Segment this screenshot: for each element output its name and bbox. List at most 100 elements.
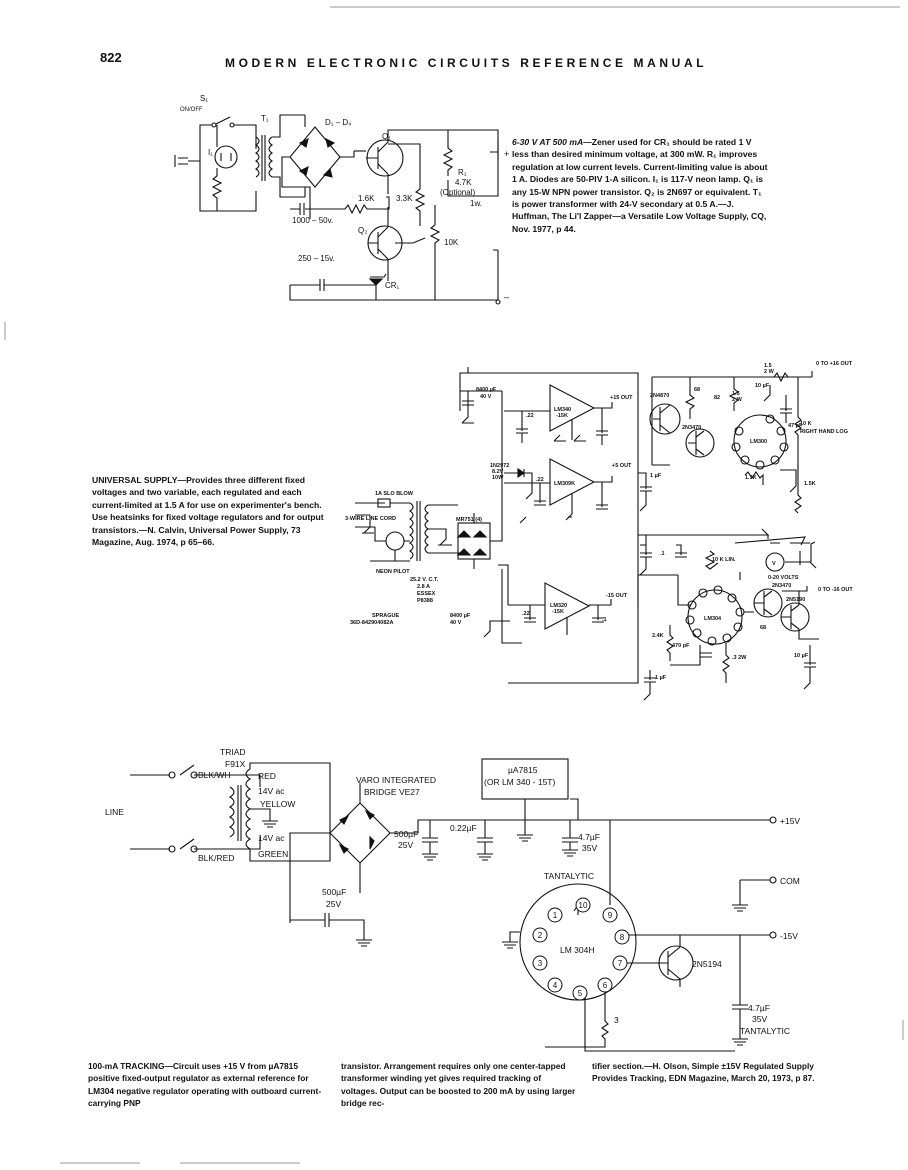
- fig2-label-mr751: MR751 (4): [456, 517, 482, 523]
- fig2-label-xfmr2: 2.8 A: [417, 584, 430, 590]
- lm304h-pin9-circle: [602, 907, 618, 923]
- fig2-label-c22c: .22: [522, 611, 530, 617]
- fig3-label-c35a: 35V: [582, 843, 597, 853]
- fig2-label-out15: +15 OUT: [610, 395, 633, 401]
- fig2-label-2n5190: 2N5190: [786, 597, 805, 603]
- fig2-label-c470pf: 470 pF: [672, 643, 690, 649]
- fig3-label-2n5194: 2N5194: [692, 959, 722, 969]
- fig1-label-r1opt: (Optional): [440, 188, 475, 197]
- fig3-label-tant1: TANTALYTIC: [544, 871, 594, 881]
- fig2-label-2n4870: 2N4870: [650, 393, 669, 399]
- figure-3-caption-col1: 100-mA TRACKING—Circuit uses +15 V from …: [88, 1061, 322, 1108]
- fig2-label-sprague-no: 36D-842904082A: [350, 620, 393, 626]
- fig2-label-c1a: .1: [660, 551, 665, 557]
- fig2-label-lm320: LM320: [550, 603, 567, 609]
- fig1-label-i1: I₁: [208, 148, 213, 157]
- fig2-label-c10uf: 10 µF: [755, 383, 770, 389]
- fig2-label-in2972w: 10W: [492, 475, 504, 481]
- fig3-label-v14a: 14V ac: [258, 786, 285, 796]
- fig2-label-lm304: LM304: [704, 616, 722, 622]
- fig3-label-reg1: µA7815: [508, 765, 538, 775]
- fig2-label-lm309: LM309K: [554, 481, 575, 487]
- fig2-label-in2972v: 8.2V: [492, 469, 504, 475]
- lm304h-pin1-circle: [547, 907, 563, 923]
- fig2-label-r2wb: 2 W: [732, 397, 743, 403]
- fig2-label-r68: 68: [694, 387, 700, 393]
- fig2-label-cap8400b: 8400 µF: [450, 613, 471, 619]
- fig3-label-p15: +15V: [780, 816, 800, 826]
- fig1-label-onoff: ON/OFF: [180, 107, 203, 113]
- running-head: MODERN ELECTRONIC CIRCUITS REFERENCE MAN…: [225, 56, 708, 70]
- fig1-label-q1: Q₁: [382, 132, 391, 141]
- figure-3-caption-col2: transistor. Arrangement requires only on…: [341, 1061, 576, 1108]
- fig2-label-cap40a: 40 V: [480, 394, 492, 400]
- lm304h-pin8-circle: [614, 929, 630, 945]
- figure-2-caption: UNIVERSAL SUPPLY—Provides three differen…: [92, 474, 332, 548]
- fig2-label-2n3470b: 2N3470: [772, 583, 791, 589]
- fig2-label-r32w: .3 2W: [732, 655, 747, 661]
- fig2-label-r10kr: RIGHT HAND LOG: [800, 429, 848, 435]
- fig2-label-xfmr4: P8388: [417, 598, 433, 604]
- fig2-label-r24k: 2.4K: [652, 633, 664, 639]
- lm304h-pin10-circle: [575, 897, 591, 913]
- lm304h-pin1-label: 1: [553, 911, 558, 920]
- figure-2-schematic: 1A SLO BLOW 3-WIRE LINE CORD NEON PILOT …: [345, 361, 853, 701]
- fig2-label-c1uf2: 1 µF: [655, 675, 667, 681]
- fig2-label-lm340: LM340: [554, 407, 571, 413]
- fig3-label-tant2: TANTALYTIC: [740, 1026, 790, 1036]
- lm304h-pin9-label: 9: [608, 911, 613, 920]
- fig1-label-r33k: 3.3K: [396, 194, 413, 203]
- fig1-label-t1: T₁: [261, 114, 269, 123]
- fig3-label-triad: TRIAD: [220, 747, 246, 757]
- fig3-label-varo1: VARO INTEGRATED: [356, 775, 436, 785]
- fig1-label-s1: S₁: [200, 94, 208, 103]
- fig1-label-c250: 250 – 15v.: [298, 254, 335, 263]
- lm304h-pin10-label: 10: [579, 901, 588, 910]
- lm304h-pin6-circle: [597, 977, 613, 993]
- fig2-label-2n3470: 2N3470: [682, 425, 701, 431]
- fig2-label-lm300: LM300: [750, 439, 767, 445]
- fig3-label-c25a: 25V: [398, 840, 413, 850]
- fig3-label-blkwh: BLK/WH: [198, 770, 231, 780]
- page-number: 822: [100, 50, 122, 65]
- fig1-label-minus: –: [504, 292, 509, 302]
- fig1-label-d1d4: D₁ – D₄: [325, 118, 351, 127]
- fig2-label-xfmr1: 25.2 V. C.T.: [410, 577, 439, 583]
- fig2-label-vmeter: V: [772, 561, 776, 567]
- fig1-label-plus: +: [504, 149, 509, 159]
- fig2-label-r13k: 1.3K: [745, 475, 757, 481]
- fig2-label-in2972: 1N2972: [490, 463, 509, 469]
- fig2-label-fuse: 1A SLO BLOW: [375, 491, 414, 497]
- fig3-label-v14b: 14V ac: [258, 833, 285, 843]
- fig2-label-r68b: 68: [760, 625, 766, 631]
- fig2-label-r2w: 2 W: [764, 369, 775, 375]
- fig2-label-r15: 1.5: [764, 363, 772, 369]
- fig1-label-q2: Q₂: [358, 226, 367, 235]
- fig2-label-lm320b: -15K: [552, 609, 564, 615]
- fig3-label-c25b: 25V: [326, 899, 341, 909]
- lm304h-pin2-label: 2: [538, 931, 543, 940]
- fig1-label-r1val: 4.7K: [455, 178, 472, 187]
- fig2-label-r82: 82: [714, 395, 720, 401]
- fig3-label-c022: 0.22µF: [450, 823, 477, 833]
- figure-1-schematic: S₁ ON/OFF T₁ I₁ D₁ – D₄ Q₁ Q₂ R₁ 4.7K (O…: [174, 94, 509, 305]
- lm304h-pin3-label: 3: [538, 959, 543, 968]
- fig3-label-blkred: BLK/RED: [198, 853, 234, 863]
- fig3-label-com: COM: [780, 876, 800, 886]
- fig2-label-c22a: .22: [526, 413, 534, 419]
- fig1-label-r1: R₁: [458, 168, 467, 177]
- lm304h-pin5-circle: [572, 985, 588, 1001]
- fig2-label-out0-16: 0 TO +16 OUT: [816, 361, 853, 367]
- lm304h-pin7-label: 7: [618, 959, 623, 968]
- fig3-label-varo2: BRIDGE VE27: [364, 787, 420, 797]
- fig2-label-lm340b: -15K: [556, 413, 568, 419]
- fig3-label-reg2: (OR LM 340 - 15T): [484, 777, 555, 787]
- fig3-label-c500b: 500µF: [322, 887, 346, 897]
- fig3-label-r3: 3: [614, 1015, 619, 1025]
- fig2-label-vmeter2: 0-20 VOLTS: [768, 575, 799, 581]
- lm304h-pin3-circle: [532, 955, 548, 971]
- fig1-label-c1000: 1000 – 50v.: [292, 216, 333, 225]
- lm304h-pin4-circle: [547, 977, 563, 993]
